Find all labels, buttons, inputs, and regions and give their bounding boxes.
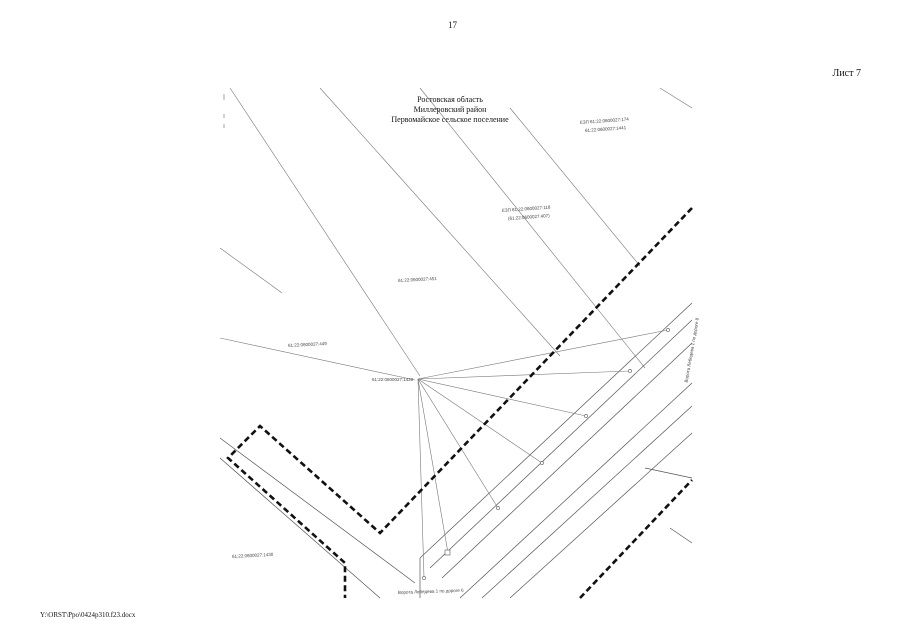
settlement-boundary	[226, 207, 693, 599]
map-drawing	[219, 87, 693, 599]
sheet-label: Лист 7	[832, 68, 861, 79]
survey-rays	[417, 329, 669, 579]
survey-points	[422, 328, 670, 580]
region-line-district: Миллеровский район	[413, 105, 487, 114]
parcel-label: 61:22:0600027:1420	[372, 377, 414, 382]
parcel-boundaries	[219, 87, 693, 381]
region-line-settlement: Первомайское сельское поселение	[391, 115, 509, 124]
road-corridor	[219, 302, 693, 599]
cadastral-map: Ростовская область Миллеровский район Пе…	[219, 87, 700, 599]
footer-file-path: Y:\ORST\Ppo\0424p310.f23.docx	[40, 611, 136, 619]
page-number: 17	[448, 20, 457, 30]
region-line-oblast: Ростовская область	[417, 95, 483, 104]
region-title: Ростовская область Миллеровский район Пе…	[330, 95, 570, 125]
